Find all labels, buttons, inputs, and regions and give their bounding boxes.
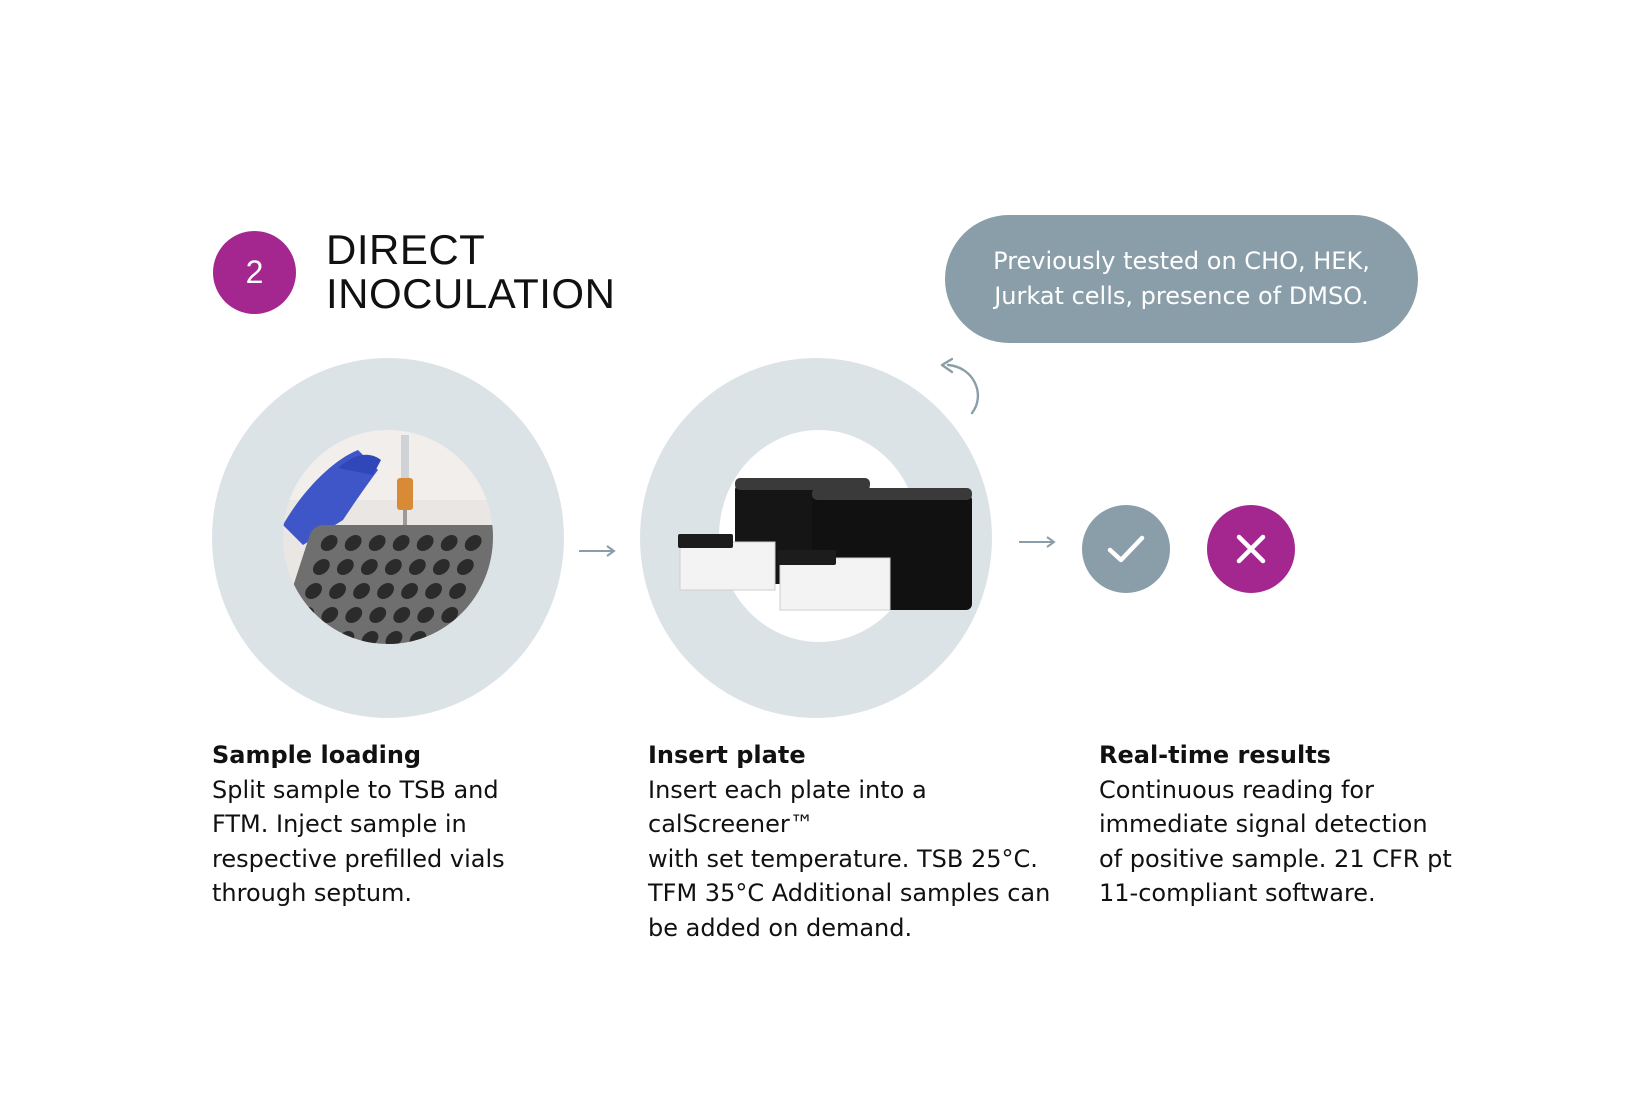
step-number: 2 [245, 254, 264, 290]
step-1-line-3: respective prefilled vials [212, 844, 505, 873]
callout-line-1: Previously tested on CHO, HEK, [993, 247, 1370, 275]
title-line-1: DIRECT [326, 226, 486, 273]
step-1-heading: Sample loading [212, 741, 422, 769]
step-2-heading: Insert plate [648, 741, 806, 769]
check-icon [1107, 535, 1145, 563]
step-3-description: Real-time results Continuous reading for… [1099, 738, 1539, 911]
negative-result-circle [1207, 505, 1295, 593]
step-2-description: Insert plate Insert each plate into a ca… [648, 738, 1088, 945]
step-3-line-4: 11-compliant software. [1099, 879, 1376, 907]
right-arrow-icon [1019, 536, 1056, 548]
cross-icon [1236, 534, 1266, 564]
step-2-line-1: Insert each plate into a calScreener™ [648, 775, 927, 839]
step-1-description: Sample loading Split sample to TSB and F… [212, 738, 592, 911]
step-3-heading: Real-time results [1099, 741, 1331, 769]
step-2-line-3: TFM 35°C Additional samples can [648, 879, 1051, 907]
positive-result-circle [1082, 505, 1170, 593]
title-line-2: INOCULATION [326, 270, 616, 317]
step-3-line-3: of positive sample. 21 CFR pt [1099, 844, 1452, 873]
right-arrow-icon [579, 545, 616, 557]
step-1-line-2: FTM. Inject sample in [212, 810, 467, 838]
step-3-line-1: Continuous reading for [1099, 775, 1374, 804]
reload-arrow-icon [940, 357, 979, 415]
step-3-line-2: immediate signal detection [1099, 810, 1428, 838]
step-number-badge: 2 [213, 231, 296, 314]
step-1-line-1: Split sample to TSB and [212, 775, 499, 804]
page-title: DIRECT INOCULATION [326, 228, 615, 316]
step-1-line-4: through septum. [212, 879, 413, 907]
callout-line-2: Jurkat cells, presence of DMSO. [994, 282, 1369, 310]
calscreener-instrument-icon [678, 478, 972, 611]
step-2-line-2: with set temperature. TSB 25°C. [648, 844, 1038, 873]
step-2-line-4: be added on demand. [648, 913, 913, 942]
callout-bubble: Previously tested on CHO, HEK, Jurkat ce… [945, 215, 1418, 343]
sample-plate-photo [283, 430, 493, 644]
